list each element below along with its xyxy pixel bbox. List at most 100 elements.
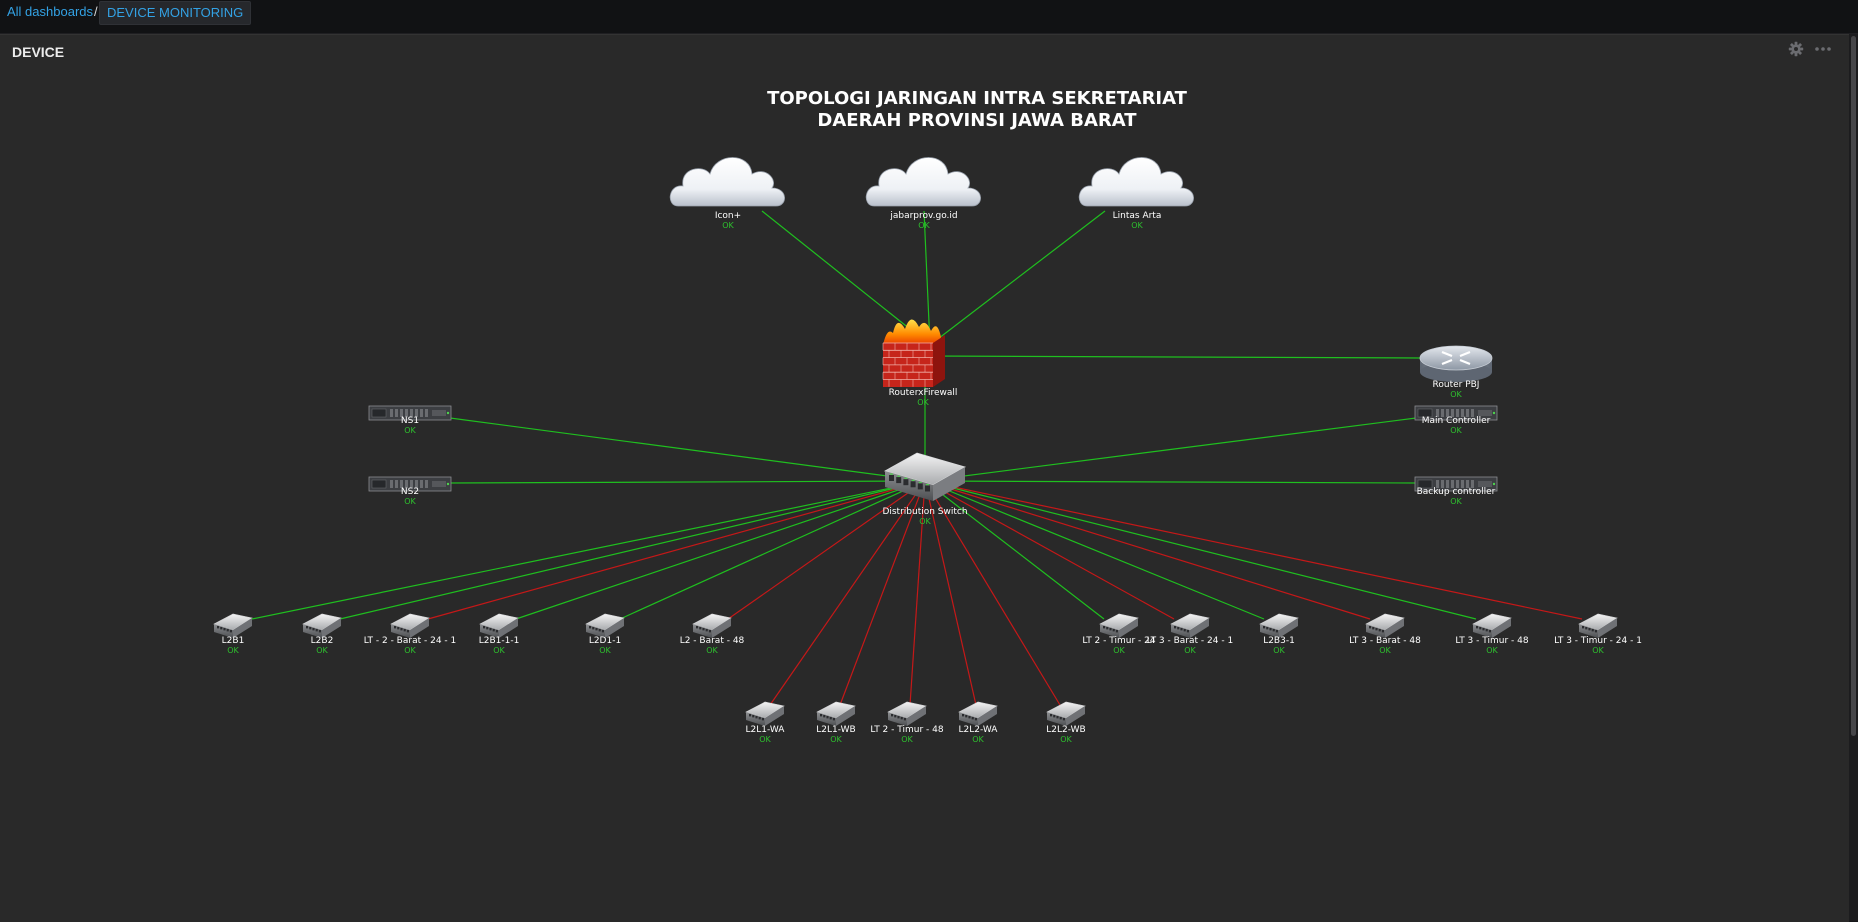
node-iconplus[interactable]: Icon+OK [669,157,785,231]
link-lt2timur24-distswitch [924,480,1105,620]
node-status: OK [1450,497,1462,506]
switch-icon [479,613,519,638]
link-lt3timur48-distswitch [924,480,1477,620]
node-status: OK [1113,646,1125,655]
switch-icon [390,613,430,638]
scrollbar-thumb[interactable] [1851,36,1856,736]
node-status: OK [919,517,931,526]
link-backupcontroller-distswitch [924,480,1417,484]
link-ns2-distswitch [449,480,926,484]
diagram-title-line-2: DAERAH PROVINSI JAWA BARAT [817,110,1137,131]
breadcrumb-current-dashboard[interactable]: DEVICE MONITORING [99,1,252,25]
link-lt2barat241-distswitch [427,480,926,620]
switch-icon [1046,701,1086,726]
ellipsis-icon[interactable] [1814,41,1832,62]
server-icon [368,405,452,421]
node-status: OK [917,398,929,407]
node-status: OK [404,426,416,435]
node-l2d11[interactable]: L2D1-1OK [585,613,625,655]
node-label: Distribution Switch [882,507,967,517]
breadcrumb-separator: / [94,4,98,19]
link-l2l2wb-distswitch [924,480,1061,706]
node-status: OK [722,221,734,230]
node-status: OK [404,646,416,655]
node-status: OK [316,646,328,655]
node-label: LT 3 - Timur - 48 [1455,636,1528,646]
link-l2d11-distswitch [619,480,926,620]
switch-icon [585,613,625,638]
switch-icon [692,613,732,638]
firewall-icon [882,319,945,387]
node-label: LT 2 - Timur - 24 [1082,636,1155,646]
link-l2b111-distswitch [515,480,926,620]
node-lt2barat241[interactable]: LT - 2 - Barat - 24 - 1OK [364,613,457,655]
link-l2l1wa-distswitch [769,480,926,706]
switch-icon [958,701,998,726]
node-status: OK [1273,646,1285,655]
cloud-icon [865,157,981,207]
node-status: OK [972,735,984,744]
node-label: NS1 [401,416,419,426]
link-l2b2-distswitch [339,480,926,620]
switch-icon [1365,613,1405,638]
node-label: L2L2-WA [959,725,999,735]
breadcrumb-all-dashboards[interactable]: All dashboards [7,4,93,19]
node-label: Backup controller [1417,487,1496,497]
link-jabarprov-firewall [923,210,931,346]
node-lt3barat241[interactable]: LT 3 - Barat - 24 - 1OK [1147,613,1233,655]
link-maincontroller-distswitch [924,417,1417,482]
link-l2l1wb-distswitch [839,480,926,706]
node-l2b111[interactable]: L2B1-1-1OK [479,613,520,655]
switch-icon [816,701,856,726]
switch-icon [887,701,927,726]
link-ns1-distswitch [449,417,926,482]
node-label: L2B1-1-1 [479,636,520,646]
server-icon [1414,476,1498,492]
node-status: OK [599,646,611,655]
node-label: Icon+ [715,211,741,221]
node-label: LT 3 - Barat - 24 - 1 [1147,636,1233,646]
switch-icon [302,613,342,638]
node-status: OK [759,735,771,744]
node-label: LT 3 - Barat - 48 [1349,636,1421,646]
node-label: L2L2-WB [1046,725,1085,735]
node-label: LT 2 - Timur - 48 [870,725,943,735]
node-status: OK [1486,646,1498,655]
node-l2b31[interactable]: L2B3-1OK [1259,613,1299,655]
link-l2l2wa-distswitch [924,480,977,706]
link-lintasarta-firewall [929,210,1106,346]
node-status: OK [1592,646,1604,655]
node-lt3timur241[interactable]: LT 3 - Timur - 24 - 1OK [1554,613,1642,655]
panel-title: DEVICE [12,44,65,60]
switch-icon [1259,613,1299,638]
gear-icon[interactable] [1788,41,1804,62]
node-label: NS2 [401,487,419,497]
switch-icon [213,613,253,638]
server-icon [1414,405,1498,421]
node-status: OK [227,646,239,655]
node-label: L2L1-WB [816,725,855,735]
node-label: jabarprov.go.id [889,211,957,221]
